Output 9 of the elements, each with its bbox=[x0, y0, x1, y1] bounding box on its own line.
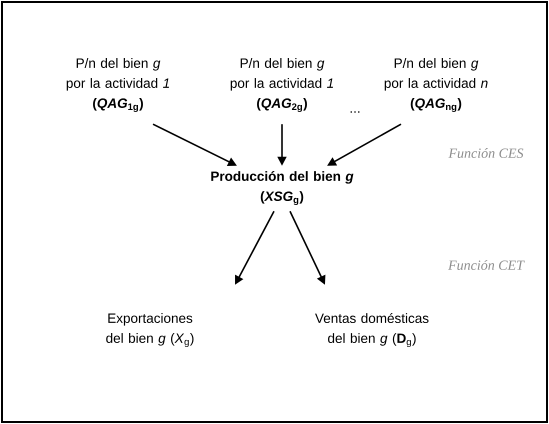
ellipsis: ... bbox=[350, 111, 360, 113]
function-label: Función CET bbox=[448, 260, 525, 270]
output-text: Ventas domésticas del bien g (D$_{g}$) bbox=[315, 312, 429, 348]
source-text: P/n del bien g por la actividad 1 (QAG$_{1g}$) bbox=[66, 58, 170, 112]
production-text: Producción del bien g (XSG$_{g}$) bbox=[211, 170, 354, 206]
output-text: Exportaciones del bien g (X$_{g}$) bbox=[106, 313, 194, 347]
source-text: P/n del bien g por la actividad n (QAG$_{ng}$) bbox=[384, 58, 488, 112]
function-label: Función CES bbox=[448, 148, 524, 158]
source-text: P/n del bien g por la actividad 1 (QAG$_{2g}$) bbox=[230, 58, 334, 112]
